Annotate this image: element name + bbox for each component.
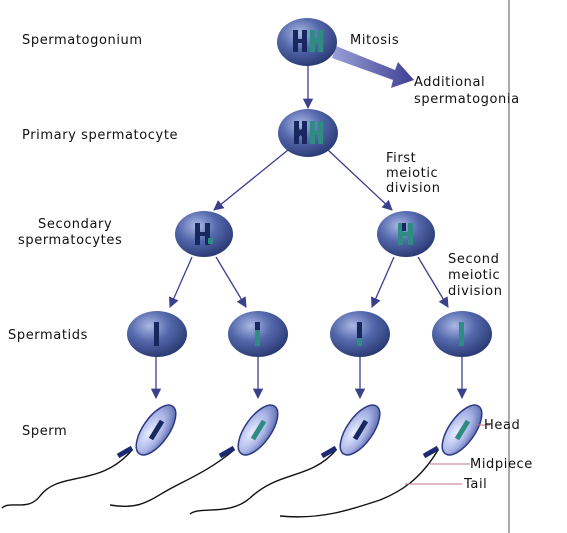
sperm-cell-icon xyxy=(190,399,387,514)
sperm-cell-icon xyxy=(2,399,183,508)
label-first-line2: meiotic xyxy=(386,166,438,181)
label-second-line2: meiotic xyxy=(448,268,500,283)
sperm-cell-icon xyxy=(280,399,489,517)
sperm-tail xyxy=(2,450,132,508)
spermatid-cell-icon xyxy=(228,311,288,357)
label-spermatids: Spermatids xyxy=(8,328,88,343)
label-secondary-line1: Secondary xyxy=(38,217,112,232)
label-primary-spermatocyte: Primary spermatocyte xyxy=(22,128,178,143)
sperm-midpiece xyxy=(118,448,132,456)
sperm-tail xyxy=(190,450,336,514)
label-additional-line1: Additional xyxy=(414,75,485,90)
label-additional-line2: spermatogonia xyxy=(414,92,520,107)
spermatogonium-cell-icon xyxy=(277,18,337,66)
label-first-line3: division xyxy=(386,181,441,196)
label-tail: Tail xyxy=(464,477,487,492)
label-secondary-line2: spermatocytes xyxy=(18,233,122,248)
spermatid-cell-icon xyxy=(432,311,492,357)
arrow-icon xyxy=(170,257,192,307)
arrow-icon xyxy=(214,150,288,210)
sperm-midpiece xyxy=(424,448,438,456)
spermatid-cell-icon xyxy=(330,311,390,357)
label-head: Head xyxy=(484,418,520,433)
label-first-line1: First xyxy=(386,151,416,166)
sperm-midpiece xyxy=(220,448,234,456)
label-midpiece: Midpiece xyxy=(470,457,533,472)
spermatid-cell-icon xyxy=(127,311,187,357)
sperm-tail xyxy=(110,450,234,506)
chromosome-icon xyxy=(154,322,159,346)
chromosome-icon xyxy=(459,322,464,346)
label-mitosis: Mitosis xyxy=(350,33,399,48)
label-second-line3: division xyxy=(448,284,503,299)
sperm-midpiece xyxy=(322,448,336,456)
secondary-spermatocyte-cell-icon xyxy=(175,211,233,257)
arrow-icon xyxy=(216,257,246,307)
arrow-icon xyxy=(418,257,448,307)
label-spermatogonium: Spermatogonium xyxy=(22,33,143,48)
primary-spermatocyte-cell-icon xyxy=(278,109,338,157)
sperm-tail xyxy=(280,450,438,517)
mitosis-arrow-icon xyxy=(332,46,414,88)
arrow-icon xyxy=(328,150,392,210)
secondary-spermatocyte-cell-icon xyxy=(377,211,435,257)
label-sperm: Sperm xyxy=(22,424,67,439)
arrow-icon xyxy=(372,257,394,307)
label-second-line1: Second xyxy=(448,252,499,267)
